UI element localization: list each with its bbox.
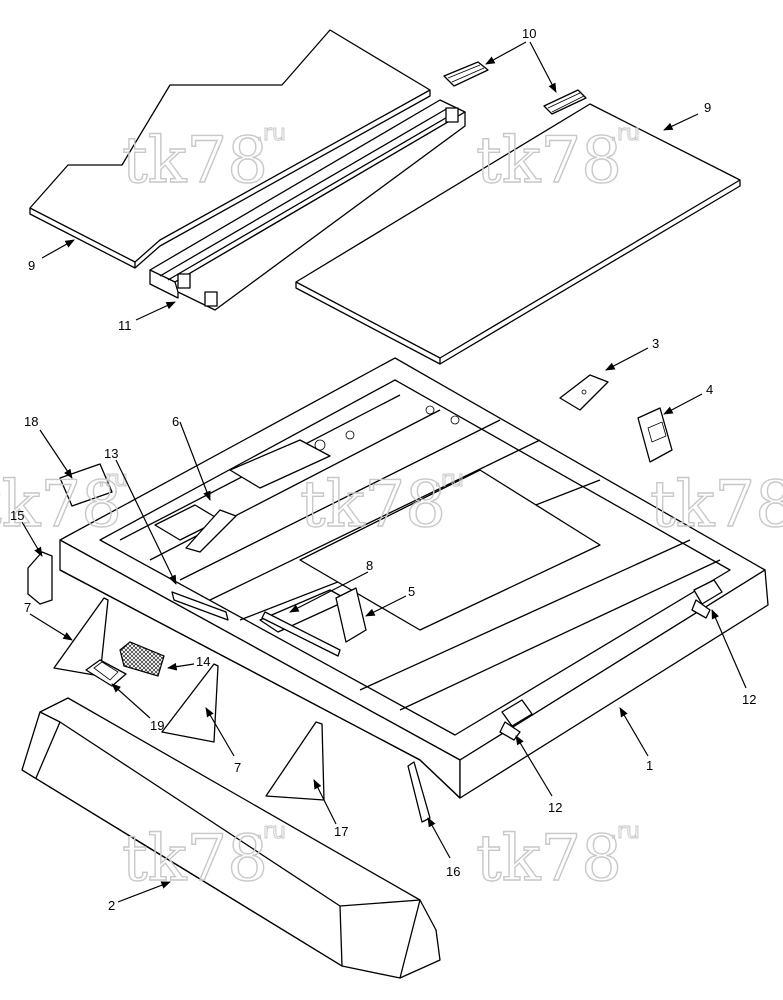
center-rail (149, 99, 466, 311)
part-3-plate (559, 374, 609, 411)
part-6-plate (185, 509, 237, 553)
watermark-suffix: .ru (256, 121, 286, 146)
watermark-text: tk78 (300, 468, 446, 542)
hinge-pieces (443, 61, 587, 115)
watermark-text: tk78 (122, 822, 268, 896)
watermark-suffix: .ru (610, 819, 640, 844)
callout-9-left: 9 (28, 258, 35, 273)
callout-2: 2 (108, 898, 115, 913)
watermark-text: tk78 (122, 124, 268, 198)
callout-7-left: 7 (24, 600, 31, 615)
part-19-plate (85, 659, 127, 687)
callout-labels: 9 11 10 9 3 4 6 18 13 15 8 5 7 14 19 7 1… (10, 26, 756, 913)
leader-lines (21, 41, 747, 903)
callout-12-right: 12 (742, 692, 756, 707)
callout-5: 5 (408, 584, 415, 599)
callout-3: 3 (652, 336, 659, 351)
callout-7-center: 7 (234, 760, 241, 775)
part-18-plate (59, 463, 113, 507)
callout-10: 10 (522, 26, 536, 41)
watermark-text: tk78 (476, 124, 622, 198)
part-5-bracket (335, 587, 367, 643)
part-7-brackets (53, 597, 219, 743)
watermark-suffix: .ru (256, 819, 286, 844)
callout-12-bottom: 12 (548, 800, 562, 815)
callout-13: 13 (104, 446, 118, 461)
callout-11: 11 (118, 318, 132, 333)
part-17-bracket (265, 721, 325, 801)
callout-4: 4 (706, 382, 713, 397)
front-cover (21, 697, 441, 979)
part-16-strap (407, 761, 431, 823)
roof-frame (59, 357, 769, 799)
callout-15: 15 (10, 508, 24, 523)
callout-9-right: 9 (704, 100, 711, 115)
watermark-text: tk78 (476, 822, 622, 896)
watermark-suffix: .ru (98, 467, 128, 492)
callout-18: 18 (24, 414, 38, 429)
callout-17: 17 (334, 824, 348, 839)
watermark-text: tk78 (650, 468, 783, 542)
top-panel-left (29, 29, 431, 269)
watermarks: tk78 .ru tk78 .ru tk78 .ru tk78 .ru tk78… (0, 121, 783, 897)
watermark-suffix: .ru (434, 467, 464, 492)
part-13-strip (171, 591, 229, 621)
callout-16: 16 (446, 864, 460, 879)
callout-6: 6 (172, 414, 179, 429)
part-14-grille (119, 641, 165, 677)
callout-1: 1 (646, 758, 653, 773)
part-8-bar (261, 611, 341, 657)
top-panel-right (295, 103, 741, 365)
watermark-suffix: .ru (610, 121, 640, 146)
callout-8: 8 (366, 558, 373, 573)
callout-14: 14 (196, 654, 210, 669)
part-4-bracket (637, 407, 673, 463)
callout-19: 19 (150, 718, 164, 733)
part-15-bracket (27, 551, 53, 605)
watermark-text: tk78 (0, 468, 122, 542)
